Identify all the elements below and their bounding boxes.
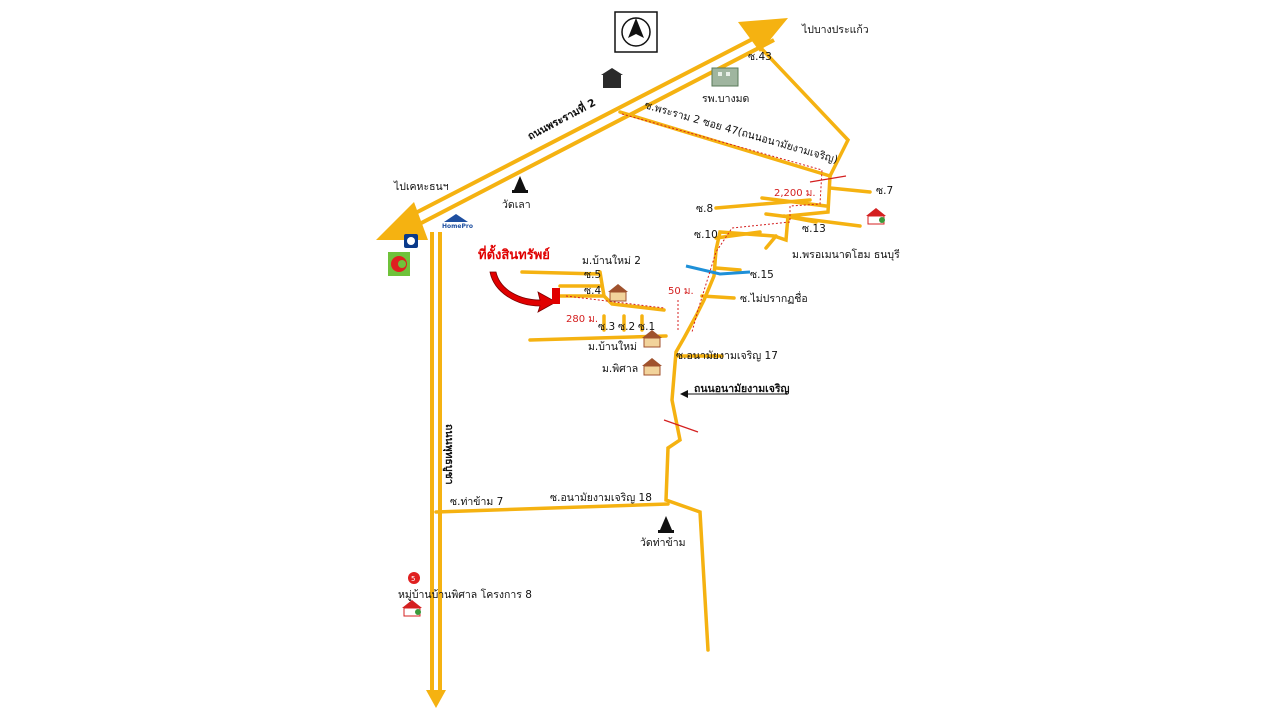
village-icon-east bbox=[866, 208, 886, 225]
ban-mai-2-road bbox=[520, 270, 602, 276]
label-soi43: ซ.43 bbox=[748, 51, 772, 63]
property-marker bbox=[489, 271, 560, 313]
label-pruksa-village: ม.พรอเมนาดโฮม ธนบุรี bbox=[792, 248, 900, 261]
compass-n-label: N bbox=[632, 25, 640, 37]
ban-mai-connector bbox=[598, 270, 666, 312]
label-soi8: ซ.8 bbox=[696, 203, 713, 215]
arrow-to-bang-pakaeo bbox=[738, 18, 788, 52]
label-unnamed-soi: ซ.ไม่ปรากฏชื่อ bbox=[740, 291, 808, 305]
road-east-2 bbox=[764, 212, 862, 228]
label-soi10: ซ.10 bbox=[694, 229, 718, 241]
temple-icon-wat-lao bbox=[512, 176, 528, 193]
house-icon-pisan bbox=[642, 358, 662, 376]
soi7-road bbox=[828, 186, 872, 194]
label-soi1: ซ.1 bbox=[638, 321, 655, 333]
hospital-icon bbox=[711, 67, 739, 87]
tha-kham-road bbox=[434, 502, 670, 514]
label-wat-tha-kham: วัดท่าข้าม bbox=[640, 537, 686, 549]
label-soi7: ซ.7 bbox=[876, 185, 893, 197]
canal bbox=[685, 264, 751, 276]
label-anamai-soi17: ซ.อนามัยงามเจริญ 17 bbox=[676, 350, 778, 362]
compass-icon: N bbox=[614, 11, 658, 53]
main-roads bbox=[376, 18, 788, 708]
break-marks bbox=[663, 175, 847, 433]
big-c-icon bbox=[388, 252, 410, 276]
ban-mai-main bbox=[528, 334, 668, 342]
village-icon-pisan8 bbox=[402, 600, 422, 617]
gas-station-icon bbox=[404, 234, 418, 248]
label-pisan: ม.พิศาล bbox=[602, 363, 638, 375]
label-to-bang-pakaeo: ไปบางประแก้ว bbox=[801, 23, 869, 36]
unnamed-soi-road bbox=[700, 294, 736, 300]
anamai-road bbox=[664, 174, 832, 652]
label-soi15: ซ.15 bbox=[750, 269, 774, 281]
label-ban-mai: ม.บ้านใหม่ bbox=[588, 340, 637, 353]
label-distance-50: 50 ม. bbox=[668, 286, 694, 297]
bus-stop-marker: 5 bbox=[408, 572, 420, 584]
road-to-pruksa bbox=[764, 234, 778, 250]
break-mark-2 bbox=[663, 419, 699, 433]
label-soi3: ซ.3 bbox=[598, 321, 615, 333]
soi8-road bbox=[714, 198, 812, 210]
label-phutthabucha-road: ถนนพุทธบูชา bbox=[442, 424, 455, 485]
label-soi2: ซ.2 bbox=[618, 321, 635, 333]
label-soi4: ซ.4 bbox=[584, 285, 601, 297]
bank-icon bbox=[601, 68, 623, 88]
homepro-logo: HomePro bbox=[442, 214, 473, 230]
label-anamai-road: ถนนอนามัยงามเจริญ bbox=[694, 383, 789, 395]
arrow-south bbox=[426, 690, 446, 708]
svg-text:HomePro: HomePro bbox=[442, 223, 473, 230]
distance-markers bbox=[565, 113, 823, 333]
label-pisan-project8: หมู่บ้านบ้านพิศาล โครงการ 8 bbox=[398, 588, 532, 601]
arrow-to-khet-thon bbox=[376, 202, 428, 240]
label-tha-kham-soi7: ซ.ท่าข้าม 7 bbox=[450, 496, 503, 508]
property-pointer-arrow bbox=[489, 271, 557, 313]
house-icon-soi4 bbox=[608, 284, 628, 302]
label-property-location: ที่ตั้งสินทรัพย์ bbox=[478, 244, 550, 263]
label-rama2-soi47: ซ.พระราม 2 ซอย 47(ถนนอนามัยงามเจริญ) bbox=[643, 99, 839, 166]
label-hospital: รพ.บางมด bbox=[702, 93, 749, 105]
label-soi5: ซ.5 bbox=[584, 269, 601, 281]
soi10-road bbox=[714, 230, 762, 240]
soi43-road bbox=[756, 43, 851, 178]
label-anamai-soi18: ซ.อนามัยงามเจริญ 18 bbox=[550, 492, 652, 504]
temple-icon-wat-tha-kham bbox=[658, 516, 674, 533]
soi15-road bbox=[714, 266, 742, 272]
break-mark-1 bbox=[809, 175, 847, 183]
soi47-road bbox=[618, 110, 832, 178]
property-block bbox=[552, 288, 560, 304]
svg-text:5: 5 bbox=[411, 575, 415, 583]
label-distance-2200: 2,200 ม. bbox=[774, 188, 816, 199]
label-distance-280: 280 ม. bbox=[566, 314, 598, 325]
label-wat-lao: วัดเลา bbox=[502, 199, 531, 211]
label-soi13: ซ.13 bbox=[802, 223, 826, 235]
label-to-khet-thon: ไปเคหะธนฯ bbox=[393, 180, 449, 193]
rama2-road-line-a bbox=[397, 28, 771, 224]
road-pointer bbox=[680, 390, 786, 398]
house-icon-ban-mai bbox=[642, 330, 662, 348]
route-dotted-280 bbox=[565, 295, 665, 309]
secondary-roads bbox=[434, 43, 872, 652]
label-ban-mai-2: ม.บ้านใหม่ 2 bbox=[582, 254, 641, 267]
